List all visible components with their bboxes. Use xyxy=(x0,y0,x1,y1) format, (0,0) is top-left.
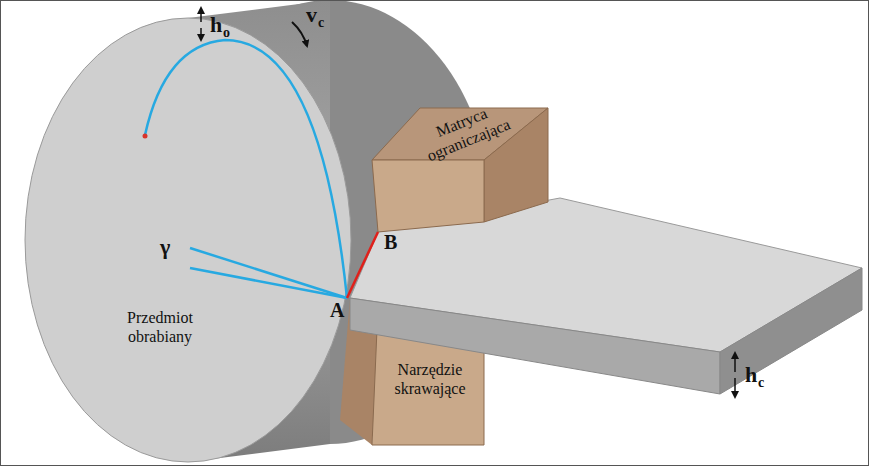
cutting-tool: Narzędzie skrawające xyxy=(380,360,480,398)
shape-label: Przedmiot obrabiany xyxy=(95,308,225,346)
point-label: B xyxy=(384,232,397,252)
point-label: A xyxy=(330,300,344,320)
thickness-symbol: h xyxy=(745,364,757,386)
shape-label: Narzędzie skrawające xyxy=(380,360,480,398)
rake-angle-symbol: γ xyxy=(160,236,170,258)
velocity-symbol: v xyxy=(306,4,317,26)
depth-symbol: h xyxy=(210,14,222,36)
thickness-subscript: c xyxy=(758,376,764,390)
depth-subscript: o xyxy=(223,26,230,40)
velocity-subscript: c xyxy=(318,16,324,30)
workpiece-face: Przedmiot obrabiany xyxy=(95,308,225,346)
